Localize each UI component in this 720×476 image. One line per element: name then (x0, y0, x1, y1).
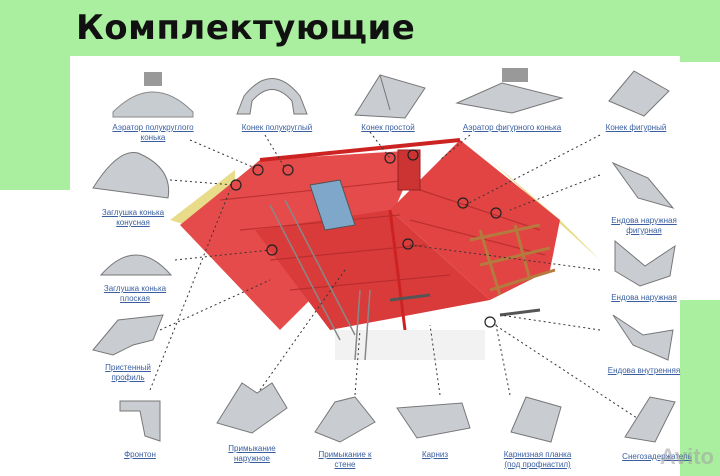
label-valley-outer: Ендова наружная (611, 293, 677, 302)
label-ridge-simple: Конек простой (361, 123, 415, 132)
adjoining-wall-icon (314, 396, 376, 443)
aerator-half-ridge-icon (112, 72, 194, 118)
valley-outer-icon (614, 239, 676, 287)
label-gable: Фронтон (124, 450, 156, 459)
wall-profile-icon (92, 314, 164, 356)
ridge-simple-icon (354, 74, 426, 119)
ridge-figured-icon (608, 70, 670, 117)
cap-cone-icon (92, 151, 170, 199)
label-valley-inner: Ендова внутренняя (607, 366, 681, 375)
label-eaves-strip: Карнизная планка(под профнастил) (503, 450, 572, 469)
ridge-line (259, 138, 461, 162)
gable-strip-icon (119, 400, 161, 442)
adjoining-outer-icon (216, 382, 288, 434)
roof-slope-right (390, 140, 560, 300)
label-ridge-half: Конек полукруглый (241, 123, 313, 132)
snow-guard (389, 293, 431, 302)
valley-inner-icon (612, 314, 674, 361)
ridge-half-round-icon (236, 78, 308, 115)
label-snow-guard: Снегозадержатель (622, 452, 692, 461)
label-aerator-figured: Аэратор фигурного конька (462, 123, 562, 132)
green-background-top-right (500, 0, 720, 62)
valley-line (388, 209, 407, 331)
snow-guard-icon (624, 396, 676, 443)
aerator-figured-ridge-icon (455, 68, 564, 114)
eaves-strip-icon (510, 396, 562, 443)
watermark: Avito (659, 444, 714, 469)
valley-outer-figured-icon (611, 161, 675, 209)
label-eaves: Карниз (421, 450, 449, 459)
page-title: Комплектующие (76, 8, 416, 48)
roof-illustration (170, 138, 600, 360)
eaves-icon (396, 402, 471, 439)
label-ridge-figured: Конек фигурный (605, 123, 667, 132)
skylight (309, 179, 356, 231)
roof-slope-front (255, 210, 490, 330)
cap-flat-icon (99, 254, 173, 276)
